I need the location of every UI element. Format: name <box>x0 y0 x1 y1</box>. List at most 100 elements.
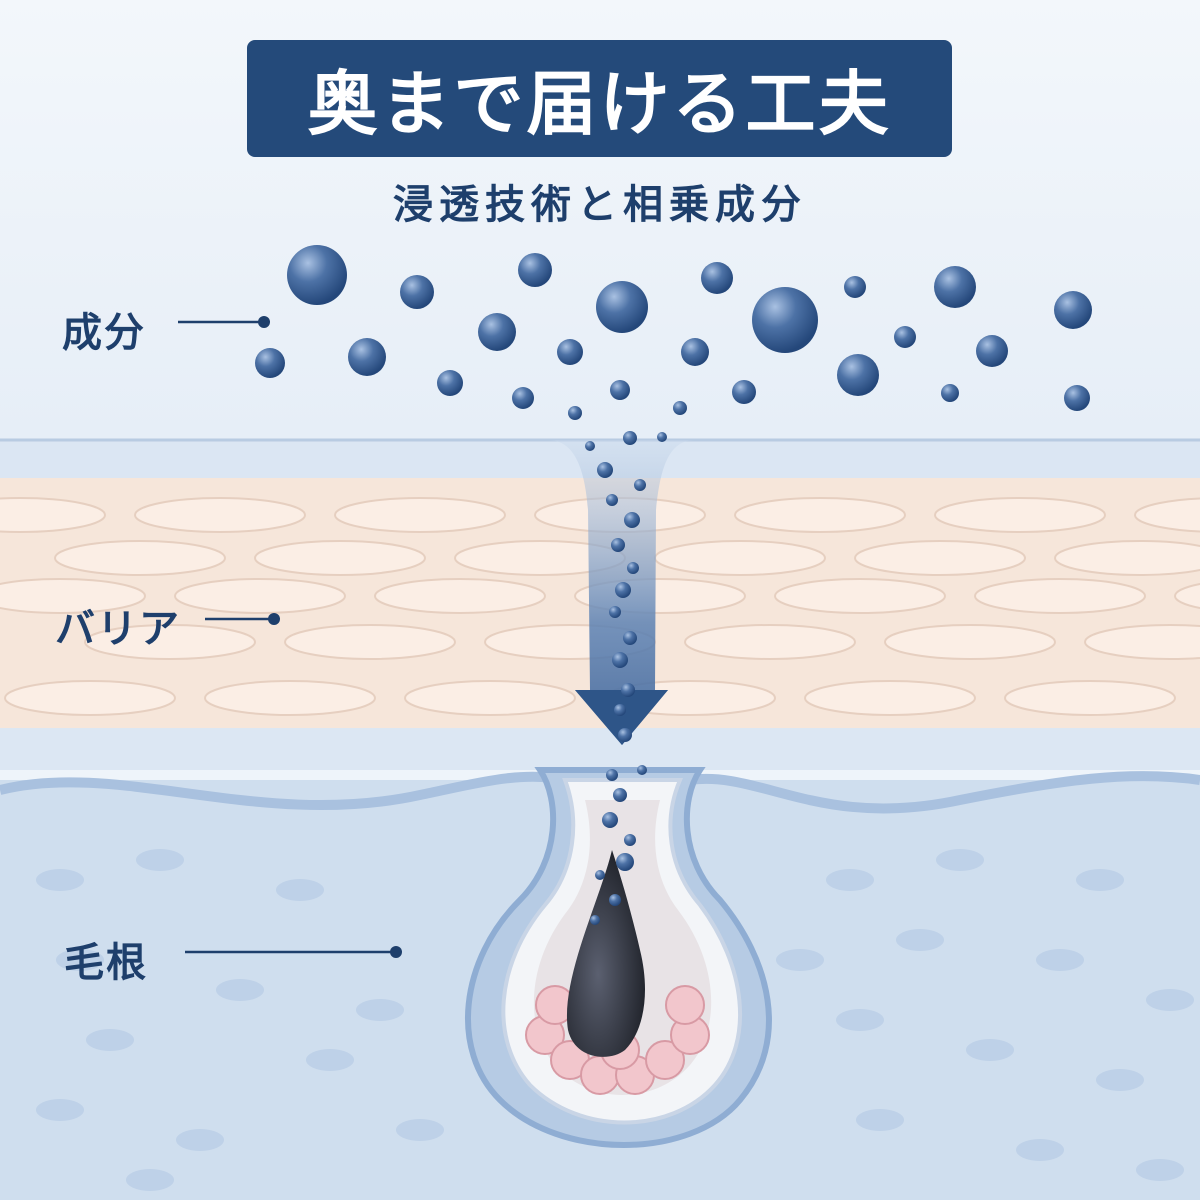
barrier-cell <box>174 578 346 614</box>
ingredient-droplet <box>610 380 630 400</box>
ingredient-droplet <box>609 606 621 618</box>
dermis-dot <box>176 1129 224 1151</box>
dermis-dot <box>86 1029 134 1051</box>
barrier-cell <box>854 540 1026 576</box>
ingredient-droplet <box>557 339 583 365</box>
ingredient-droplet <box>609 894 621 906</box>
ingredient-droplet <box>568 406 582 420</box>
ingredient-droplet <box>657 432 667 442</box>
dermis-dot <box>776 949 824 971</box>
barrier-cell <box>774 578 946 614</box>
dermis-dot <box>856 1109 904 1131</box>
ingredient-droplet <box>612 652 628 668</box>
ingredient-droplet <box>618 728 632 742</box>
dermis-dot <box>1136 1159 1184 1181</box>
dermis-dot <box>136 849 184 871</box>
ingredient-droplet <box>941 384 959 402</box>
dermis-dot <box>126 1169 174 1191</box>
ingredient-droplet <box>512 387 534 409</box>
barrier-cell <box>334 497 506 533</box>
barrier-cell <box>1134 497 1200 533</box>
ingredient-pointer-dot <box>258 316 270 328</box>
ingredient-label: 成分 <box>62 310 146 356</box>
ingredient-droplet <box>681 338 709 366</box>
ingredient-droplet <box>518 253 552 287</box>
barrier-cell <box>404 680 576 716</box>
dermis-dot <box>1096 1069 1144 1091</box>
dermis-dot <box>1036 949 1084 971</box>
hair-root-label: 毛根 <box>64 940 148 986</box>
barrier-cell <box>134 497 306 533</box>
hair-root-pointer-dot <box>390 946 402 958</box>
barrier-cell <box>1004 680 1176 716</box>
page-subtitle: 浸透技術と相乗成分 <box>393 182 807 228</box>
barrier-cell <box>934 497 1106 533</box>
lower-epidermis <box>0 728 1200 770</box>
dermis-dot <box>936 849 984 871</box>
barrier-cell <box>804 680 976 716</box>
ingredient-droplet <box>624 512 640 528</box>
dermis-dot <box>56 949 104 971</box>
ingredient-droplet <box>597 462 613 478</box>
ingredient-droplet <box>348 338 386 376</box>
hair-root-bulb <box>566 850 645 1057</box>
barrier-cell <box>284 624 456 660</box>
barrier-cell <box>54 540 226 576</box>
dermis-dot <box>306 1049 354 1071</box>
ingredient-droplet <box>673 401 687 415</box>
ingredient-droplet <box>606 769 618 781</box>
ingredient-droplet <box>437 370 463 396</box>
ingredient-droplet <box>844 276 866 298</box>
ingredient-droplet <box>255 348 285 378</box>
ingredient-droplets <box>255 245 1092 925</box>
barrier-cell <box>254 540 426 576</box>
ingredient-droplet <box>976 335 1008 367</box>
barrier-pointer-dot <box>268 613 280 625</box>
dermis-dot <box>1146 989 1194 1011</box>
barrier-cell <box>204 680 376 716</box>
ingredient-droplet <box>595 870 605 880</box>
ingredient-droplet <box>621 683 635 697</box>
ingredient-droplet <box>1064 385 1090 411</box>
barrier-cell <box>684 624 856 660</box>
ingredient-droplet <box>1054 291 1092 329</box>
dermal-papilla-cells <box>525 985 710 1095</box>
title-banner: 奥まで届ける工夫 <box>247 40 952 157</box>
barrier-cell <box>0 578 146 614</box>
dermis-texture <box>36 849 1194 1191</box>
papilla-cell <box>665 985 705 1025</box>
dermis-dot <box>1016 1139 1064 1161</box>
ingredient-droplet <box>701 262 733 294</box>
ingredient-droplet <box>590 915 600 925</box>
arrow-head <box>575 690 668 745</box>
ingredient-droplet <box>606 494 618 506</box>
ingredient-droplet <box>732 380 756 404</box>
ingredient-droplet <box>627 562 639 574</box>
ingredient-droplet <box>615 582 631 598</box>
papilla-cell <box>645 1040 685 1080</box>
ingredient-droplet <box>611 538 625 552</box>
barrier-cell <box>1054 540 1200 576</box>
ingredient-droplet <box>602 812 618 828</box>
dermis-dot <box>1076 869 1124 891</box>
dermis-dot <box>36 869 84 891</box>
barrier-cell <box>1084 624 1200 660</box>
ingredient-droplet <box>613 788 627 802</box>
barrier-cell <box>1174 582 1200 610</box>
ingredient-droplet <box>287 245 347 305</box>
barrier-cell <box>974 578 1146 614</box>
dermis-dot <box>836 1009 884 1031</box>
ingredient-droplet <box>616 853 634 871</box>
ingredient-droplet <box>596 281 648 333</box>
barrier-cell <box>0 497 106 533</box>
ingredient-droplet <box>634 479 646 491</box>
barrier-label: バリア <box>55 606 181 652</box>
dermis-dot <box>36 1099 84 1121</box>
ingredient-droplet <box>752 287 818 353</box>
barrier-cell <box>654 540 826 576</box>
ingredient-droplet <box>614 704 626 716</box>
ingredient-droplet <box>478 313 516 351</box>
dermis-dot <box>216 979 264 1001</box>
